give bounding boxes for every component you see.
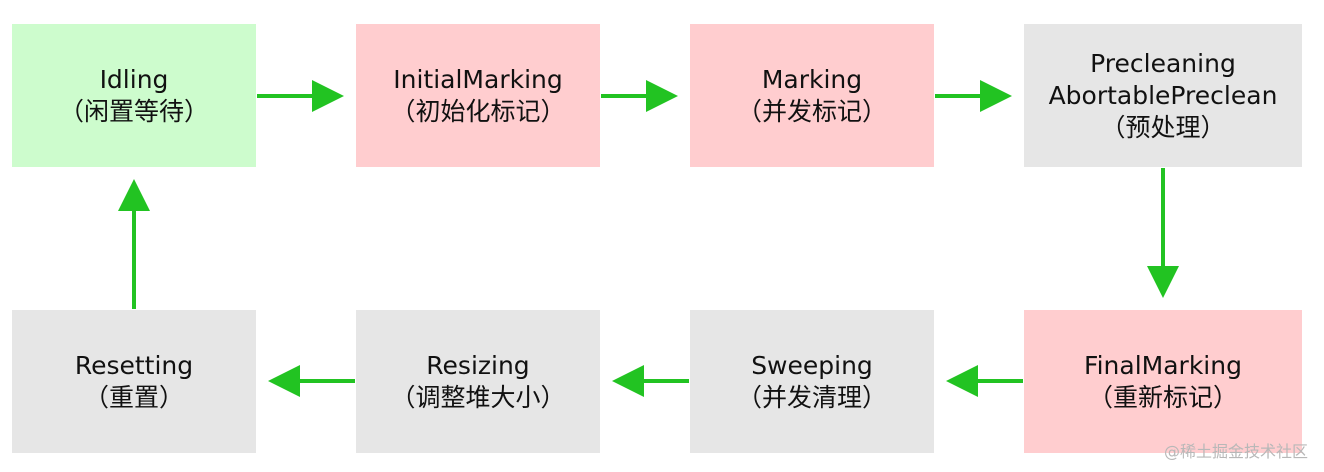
node-resetting-title: Resetting [74, 350, 194, 380]
node-precleaning-subtitle: （预处理） [1100, 112, 1226, 142]
node-resizing-title: Resizing [426, 350, 530, 380]
node-resetting: Resetting （重置） [12, 310, 256, 453]
node-initial-marking-title: InitialMarking [393, 64, 563, 94]
node-initial-marking: InitialMarking （初始化标记） [356, 24, 600, 167]
node-precleaning-title-2: AbortablePreclean [1048, 80, 1278, 110]
node-sweeping: Sweeping （并发清理） [690, 310, 934, 453]
node-marking-title: Marking [761, 64, 863, 94]
node-sweeping-title: Sweeping [751, 350, 873, 380]
node-precleaning: Precleaning AbortablePreclean （预处理） [1024, 24, 1302, 167]
watermark: @稀土掘金技术社区 [1163, 442, 1308, 461]
node-final-marking-subtitle: （重新标记） [1087, 382, 1238, 412]
node-resetting-subtitle: （重置） [83, 382, 184, 412]
node-final-marking-title: FinalMarking [1084, 350, 1242, 380]
node-marking-subtitle: （并发标记） [736, 96, 887, 126]
node-final-marking: FinalMarking （重新标记） [1024, 310, 1302, 453]
node-initial-marking-subtitle: （初始化标记） [390, 96, 566, 126]
node-resizing: Resizing （调整堆大小） [356, 310, 600, 453]
node-marking: Marking （并发标记） [690, 24, 934, 167]
node-idling-title: Idling [99, 64, 169, 94]
node-resizing-subtitle: （调整堆大小） [390, 382, 566, 412]
node-idling-subtitle: （闲置等待） [58, 96, 209, 126]
node-precleaning-title: Precleaning [1090, 48, 1236, 78]
node-idling: Idling （闲置等待） [12, 24, 256, 167]
node-sweeping-subtitle: （并发清理） [736, 382, 887, 412]
